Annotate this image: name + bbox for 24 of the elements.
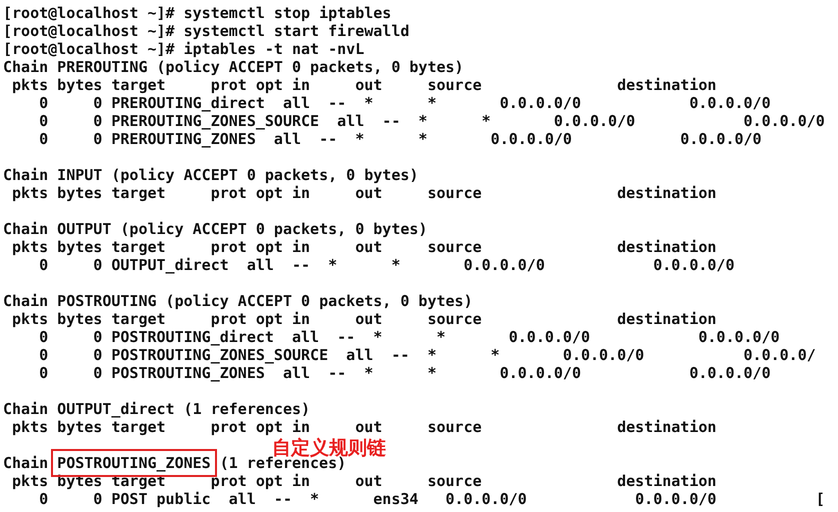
rule-row-text: 0 0 PREROUTING_ZONES all -- * * 0.0.0.0/0 0.0.0.0/0 xyxy=(38,130,762,148)
chain-header: Chain OUTPUT_direct (1 references) xyxy=(3,400,310,418)
chain-header: Chain POSTROUTING (policy ACCEPT 0 packets, 0 bytes) xyxy=(3,292,473,310)
chain-keyword: Chain xyxy=(3,454,48,472)
command-line: [root@localhost ~]# systemctl start firewalld xyxy=(3,22,410,40)
column-header: pkts bytes target prot opt in out source destination xyxy=(11,418,716,436)
column-header: pkts bytes target prot opt in out source destination xyxy=(11,472,716,490)
rule-row-text: 0 0 POSTROUTING_direct all -- * * 0.0.0.0/0 0.0.0.0/0 xyxy=(38,328,780,346)
chain-name: POSTROUTING_ZONES xyxy=(57,454,211,472)
column-header: pkts bytes target prot opt in out source destination xyxy=(11,184,716,202)
chain-header: Chain PREROUTING (policy ACCEPT 0 packets, 0 bytes) xyxy=(3,58,464,76)
rule-row-text: 0 0 POST public all -- * ens34 0.0.0.0/0 0.0.0.0/0 [ xyxy=(38,490,825,508)
command-line: [root@localhost ~]# systemctl stop iptables xyxy=(3,4,392,22)
column-header: pkts bytes target prot opt in out source destination xyxy=(11,310,716,328)
rule-row-text: 0 0 POSTROUTING_ZONES all -- * * 0.0.0.0/0 0.0.0.0/0 xyxy=(38,364,771,382)
column-header: pkts bytes target prot opt in out source destination xyxy=(11,238,716,256)
rule-row-text: 0 0 PREROUTING_ZONES_SOURCE all -- * * 0.0.0.0/0 0.0.0.0/0 xyxy=(38,112,825,130)
rule-row-text: 0 0 POSTROUTING_ZONES_SOURCE all -- * * 0.0.0.0/0 0.0.0.0/ xyxy=(38,346,816,364)
chain-header: Chain INPUT (policy ACCEPT 0 packets, 0 bytes) xyxy=(3,166,418,184)
chain-header: Chain OUTPUT (policy ACCEPT 0 packets, 0 bytes) xyxy=(3,220,428,238)
command-line: [root@localhost ~]# iptables -t nat -nvL xyxy=(3,40,364,58)
rule-row-text: 0 0 OUTPUT_direct all -- * * 0.0.0.0/0 0.0.0.0/0 xyxy=(38,256,734,274)
column-header: pkts bytes target prot opt in out source destination xyxy=(11,76,716,94)
rule-row-text: 0 0 PREROUTING_direct all -- * * 0.0.0.0/0 0.0.0.0/0 xyxy=(38,94,771,112)
